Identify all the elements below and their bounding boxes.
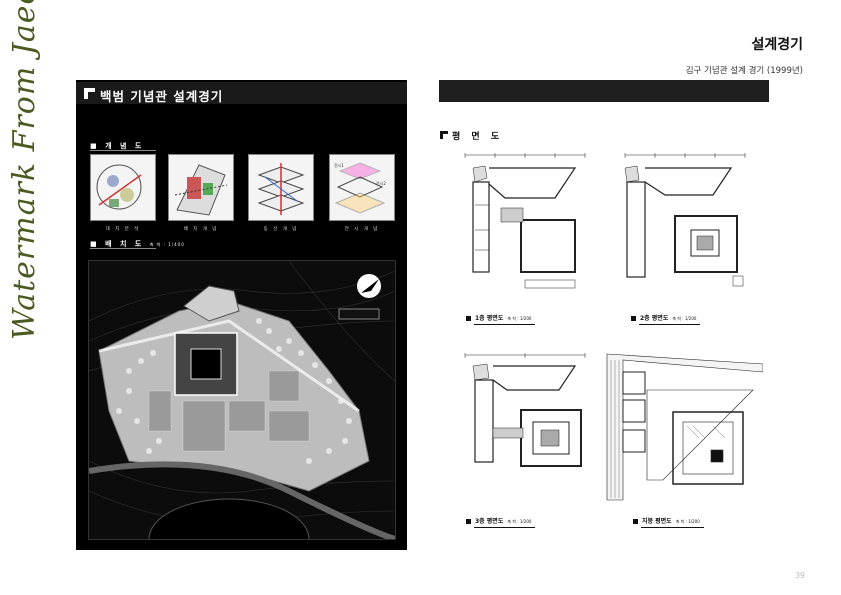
third-floor-plan <box>464 353 586 467</box>
competition-board-left: 백범 기념관 설계경기 ■ 개 념 도 대 지 분 석 배 치 개 념 동 선 … <box>76 80 407 580</box>
thumb-caption: 전 시 개 념 <box>344 227 380 232</box>
logo-icon <box>440 131 448 139</box>
bullet-square-icon <box>466 316 471 321</box>
concept-diagram-site-analysis <box>90 154 156 221</box>
page-number: 39 <box>794 571 805 580</box>
divider <box>90 150 156 151</box>
divider <box>90 248 156 249</box>
floor-plans-heading: 평 면 도 <box>452 132 504 142</box>
board-title-bar: 백범 기념관 설계경기 <box>76 82 407 104</box>
thumb-caption: 배 치 개 념 <box>183 227 219 232</box>
svg-text:전시1: 전시1 <box>334 162 344 168</box>
right-header-bar <box>439 80 769 102</box>
site-plan-drawing <box>88 260 396 580</box>
bullet-square-icon <box>631 316 636 321</box>
concept-diagram-circulation <box>248 154 314 221</box>
svg-text:전시2: 전시2 <box>376 180 386 186</box>
concept-diagram-exhibition: 전시1 전시2 <box>329 154 395 221</box>
logo-icon <box>84 88 95 99</box>
bullet-square-icon <box>633 519 638 524</box>
second-floor-plan <box>624 153 746 287</box>
section-site-text: 배 치 도 <box>105 240 145 248</box>
thumb-caption: 동 선 개 념 <box>263 227 299 232</box>
section-concept-text: 개 념 도 <box>105 142 145 150</box>
page-subtitle: 김구 기념관 설계 경기 (1999년) <box>685 66 803 76</box>
concept-diagram-layout <box>168 154 234 221</box>
thumb-caption: 대 지 분 석 <box>105 227 141 232</box>
site-scale: 축 척 : 1/400 <box>149 242 185 247</box>
page-title: 설계경기 <box>751 37 803 53</box>
board-title: 백범 기념관 설계경기 <box>100 89 224 104</box>
section-site-label: ■ 배 치 도 축 척 : 1/400 <box>90 240 185 248</box>
watermark-text: Watermark From Jaee.net <box>7 0 42 340</box>
first-floor-plan <box>464 153 586 289</box>
section-concept-label: ■ 개 념 도 <box>90 142 145 150</box>
roof-plan <box>606 353 763 501</box>
bullet-square-icon <box>466 519 471 524</box>
